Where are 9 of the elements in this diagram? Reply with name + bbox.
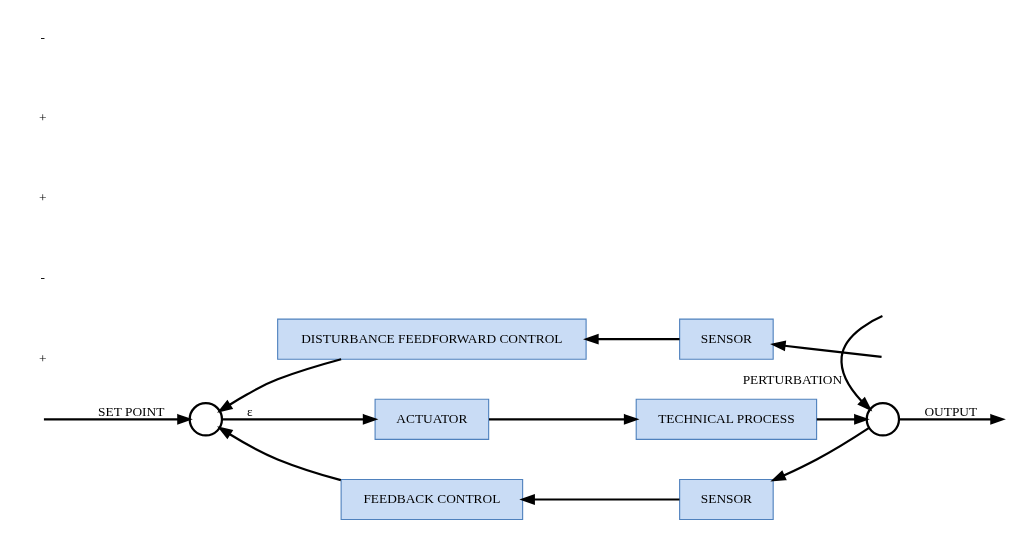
label: - bbox=[40, 29, 45, 45]
edge-label: SET POINT bbox=[98, 403, 165, 419]
label: - bbox=[40, 270, 45, 286]
label: + bbox=[38, 190, 47, 206]
edge-label: ε bbox=[247, 403, 253, 419]
label: + bbox=[38, 350, 47, 366]
edge-label: OUTPUT bbox=[924, 403, 978, 419]
label: + bbox=[38, 110, 47, 126]
edge-label: PERTURBATION bbox=[742, 371, 843, 387]
